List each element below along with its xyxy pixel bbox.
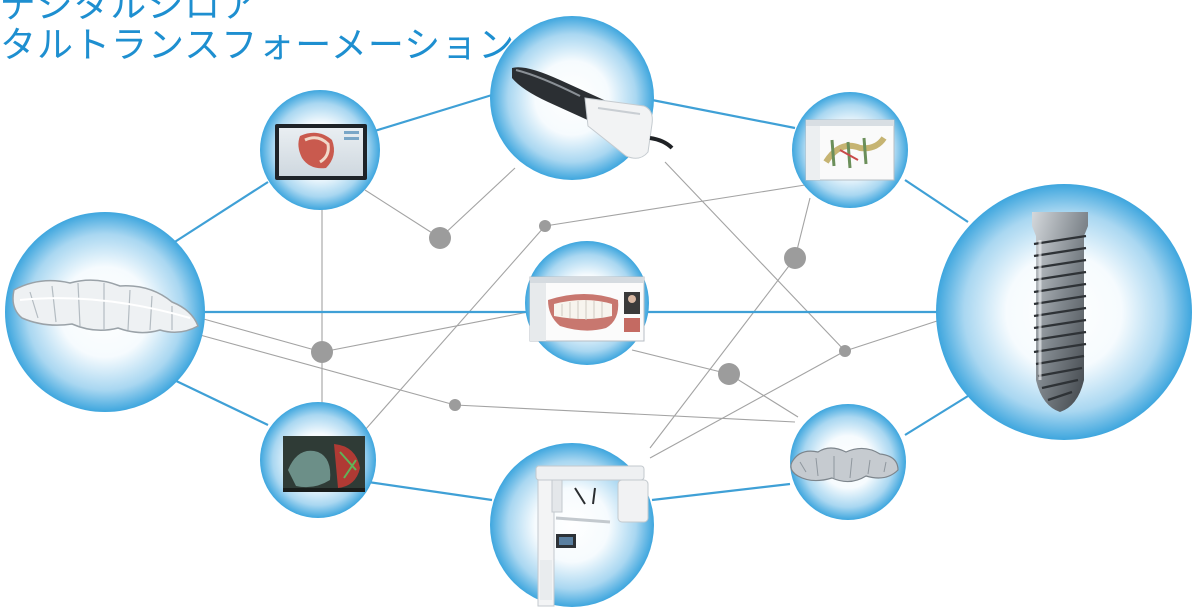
link-line [364,225,546,431]
node-implant-planning [792,92,908,208]
hub-dot [718,363,740,385]
hub-dot [784,247,806,269]
link-line [199,317,323,353]
link-line [544,184,806,227]
node-dental-implant [936,184,1192,440]
link-line [367,480,493,502]
hub-dot [311,341,333,363]
hub-dot [429,227,451,249]
intraoral-scanner-icon [512,67,674,159]
link-line [367,93,493,135]
link-line [631,349,730,375]
link-line [169,181,269,246]
node-cbct-unit [490,443,654,607]
aligners-icon [12,279,199,334]
node-smile-design [525,241,649,365]
link-line [649,350,846,459]
title-line-1: デジタルシロア [0,0,259,26]
hub-dot [839,345,851,357]
node-intraoral-scanner [490,16,674,180]
design-software-icon [275,124,367,180]
cbct-unit-icon [535,465,649,607]
node-aligners [5,212,205,412]
dental-implant-icon [1032,212,1088,412]
link-line [439,167,516,239]
page-title: デジタルシロア タルトランスフォーメーション [0,0,515,66]
implant-planning-icon [805,119,895,181]
link-line [664,161,846,352]
link-line [169,377,269,426]
link-line [454,404,796,423]
scan-model-icon [790,447,899,483]
node-design-software [260,90,380,210]
link-line [904,395,969,436]
link-line [904,179,969,223]
hub-dot [539,220,551,232]
link-line [364,189,441,239]
node-scan-model [790,404,906,520]
link-line [844,319,941,352]
link-line [199,334,456,406]
hubs [311,220,851,411]
title-line-2: タルトランスフォーメーション [0,25,516,66]
link-line [651,98,796,130]
hub-dot [449,399,461,411]
node-cbct-view [260,402,376,518]
secondary-links [199,161,941,459]
link-line [651,482,791,502]
cbct-view-icon [283,436,365,492]
primary-links [169,93,969,502]
link-line [649,257,796,449]
smile-design-icon [529,276,645,342]
link-line [321,311,529,353]
